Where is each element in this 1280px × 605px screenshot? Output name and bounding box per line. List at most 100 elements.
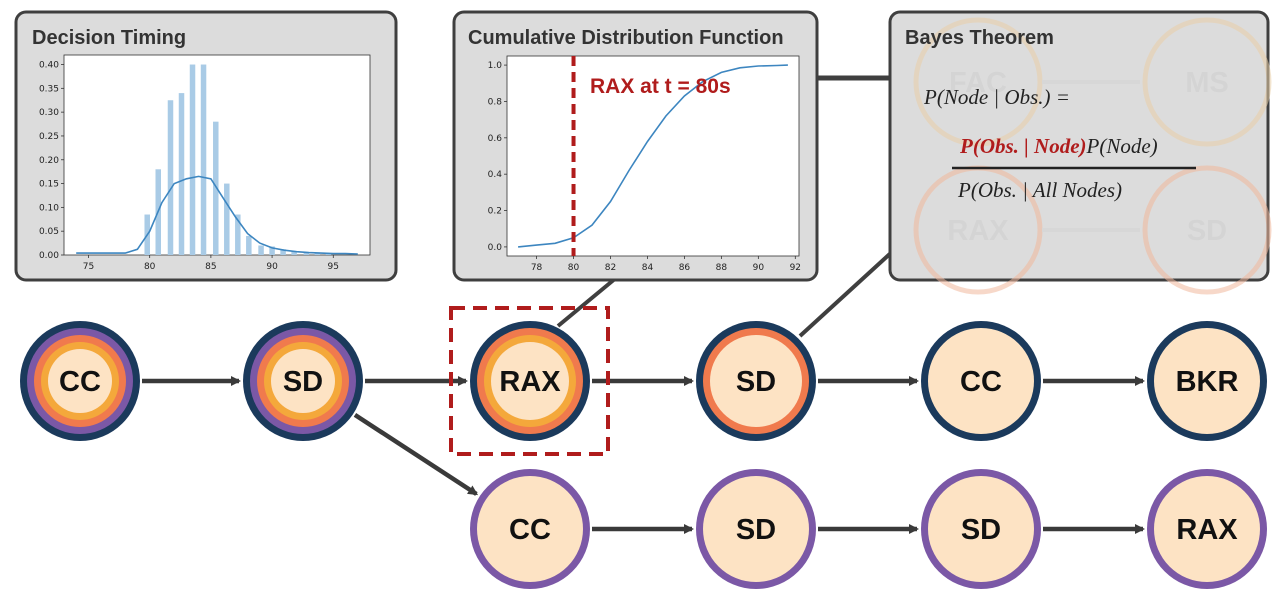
histogram-bar xyxy=(178,93,185,255)
graph-node-core xyxy=(48,349,112,413)
cdf-x-tick-label: 82 xyxy=(605,263,616,273)
cdf-x-tick-label: 80 xyxy=(568,263,580,273)
graph-node: RAX xyxy=(470,321,590,441)
connector-rax-to-cdf xyxy=(556,276,618,328)
ghost-label-rax: RAX xyxy=(947,215,1009,247)
bayes-title: Bayes Theorem xyxy=(905,27,1054,49)
graph-node: BKR xyxy=(1147,321,1267,441)
graph-node-label: SD xyxy=(736,366,776,398)
decision-timing-panel: Decision Timing 0.00 0.05 0.10 0.15 0.20 0.25… xyxy=(14,10,398,282)
graph-node-core xyxy=(271,349,335,413)
cdf-annotation: RAX at t = 80s xyxy=(590,75,731,98)
histogram-y-tick-label: 0.25 xyxy=(39,132,59,142)
histogram-kde-curve xyxy=(76,175,358,255)
ghost-label-ms: MS xyxy=(1185,67,1229,99)
histogram-bar xyxy=(291,251,297,255)
cdf-y-tick-label: 0.6 xyxy=(488,134,503,144)
graph-node-core xyxy=(491,342,569,420)
graph-node: CC xyxy=(921,321,1041,441)
histogram-bar xyxy=(314,252,321,255)
cdf-plot-area xyxy=(506,55,800,257)
graph-node: RAX xyxy=(1147,469,1267,589)
histogram-bar xyxy=(246,235,252,255)
cdf-y-ticks: 0.0 0.2 0.4 0.6 0.8 1.0 xyxy=(488,61,507,253)
rax-highlight-box xyxy=(449,306,610,456)
graph-node-label: RAX xyxy=(1176,514,1238,546)
ghost-label-sd: SD xyxy=(1187,215,1227,247)
cdf-x-tick-label: 92 xyxy=(790,263,801,273)
histogram-y-tick-label: 0.00 xyxy=(39,251,59,261)
histogram-y-tick-label: 0.05 xyxy=(39,227,59,237)
cdf-x-tick-label: 90 xyxy=(753,263,765,273)
histogram-bar xyxy=(303,252,310,255)
graph-node-label: BKR xyxy=(1176,366,1239,398)
graph-node-label: SD xyxy=(283,366,323,398)
histogram-y-tick-label: 0.20 xyxy=(39,156,59,166)
graph-node: SD xyxy=(243,321,363,441)
cdf-x-tick-label: 88 xyxy=(716,263,728,273)
histogram-bar xyxy=(189,64,196,256)
histogram-x-tick-label: 95 xyxy=(328,262,339,272)
graph-node-label: CC xyxy=(509,514,551,546)
cdf-panel: Cumulative Distribution Function 0.00.20… xyxy=(452,10,819,282)
bayes-prior: P(Node) xyxy=(1086,134,1158,158)
cdf-y-tick-label: 0.2 xyxy=(488,207,502,217)
graph-node-label: RAX xyxy=(499,366,561,398)
graph-node-core xyxy=(703,476,809,582)
histogram-bar xyxy=(167,100,174,255)
graph-node: SD xyxy=(696,321,816,441)
histogram-x-tick-label: 85 xyxy=(205,262,216,272)
histogram-x-tick-label: 80 xyxy=(144,262,156,272)
graph-node-core xyxy=(477,476,583,582)
graph-node: CC xyxy=(20,321,140,441)
bayes-denominator: P(Obs. | All Nodes) xyxy=(957,178,1122,202)
bayes-numerator: P(Obs. | Node)P(Node) xyxy=(959,134,1158,158)
histogram-y-tick-label: 0.15 xyxy=(39,180,59,190)
cdf-x-tick-label: 84 xyxy=(642,263,654,273)
cdf-curve xyxy=(518,64,788,248)
graph-node-core xyxy=(1154,328,1260,434)
graph-node-label: CC xyxy=(59,366,101,398)
histogram-bar xyxy=(224,183,230,255)
cdf-title: Cumulative Distribution Function xyxy=(468,27,784,49)
graph-node-core xyxy=(1154,476,1260,582)
ghost-node-sd xyxy=(1142,165,1272,295)
histogram-bar xyxy=(235,214,241,255)
histogram-y-tick-label: 0.35 xyxy=(39,84,59,94)
graph-node-core xyxy=(928,328,1034,434)
graph-node-label: CC xyxy=(960,366,1002,398)
decision-timing-title: Decision Timing xyxy=(32,27,186,49)
graph-nodes: CC SD RAX SD CC BKR CC SD SD RAX xyxy=(20,321,1267,589)
bayes-likelihood: P(Obs. | Node) xyxy=(959,134,1087,158)
graph-node-label: SD xyxy=(961,514,1001,546)
histogram-x-tick-label: 90 xyxy=(266,262,278,272)
graph-node-core xyxy=(928,476,1034,582)
graph-edge-arrow xyxy=(353,412,479,496)
cdf-x-tick-label: 78 xyxy=(531,263,543,273)
histogram-y-tick-label: 0.30 xyxy=(39,108,59,118)
cdf-x-ticks: 78 80 82 84 86 88 90 92 xyxy=(531,256,801,273)
histogram-bar xyxy=(200,64,207,256)
histogram-x-ticks: 75 80 85 90 95 xyxy=(83,255,339,272)
ghost-label-fac: FAC xyxy=(949,67,1007,99)
histogram-bar xyxy=(280,249,286,255)
graph-node: SD xyxy=(696,469,816,589)
ghost-node-ms xyxy=(1142,17,1272,147)
cdf-y-tick-label: 0.8 xyxy=(488,97,503,107)
graph-node-core xyxy=(710,335,802,427)
cdf-x-tick-label: 86 xyxy=(679,263,691,273)
cdf-y-tick-label: 0.4 xyxy=(488,170,503,180)
histogram-y-tick-label: 0.10 xyxy=(39,203,59,213)
histogram-y-ticks: 0.00 0.05 0.10 0.15 0.20 0.25 0.30 0.35 0.40 xyxy=(39,61,64,261)
histogram-bar xyxy=(258,245,264,255)
ghost-node-fac xyxy=(913,17,1043,147)
histogram-x-tick-label: 75 xyxy=(83,262,94,272)
cdf-y-tick-label: 0.0 xyxy=(488,243,503,253)
histogram-y-tick-label: 0.40 xyxy=(39,61,59,71)
cdf-y-tick-label: 1.0 xyxy=(488,61,503,71)
graph-node: CC xyxy=(470,469,590,589)
connector-sd-to-bayes xyxy=(798,249,895,338)
histogram-bar xyxy=(213,121,219,256)
histogram-bar xyxy=(269,246,275,255)
